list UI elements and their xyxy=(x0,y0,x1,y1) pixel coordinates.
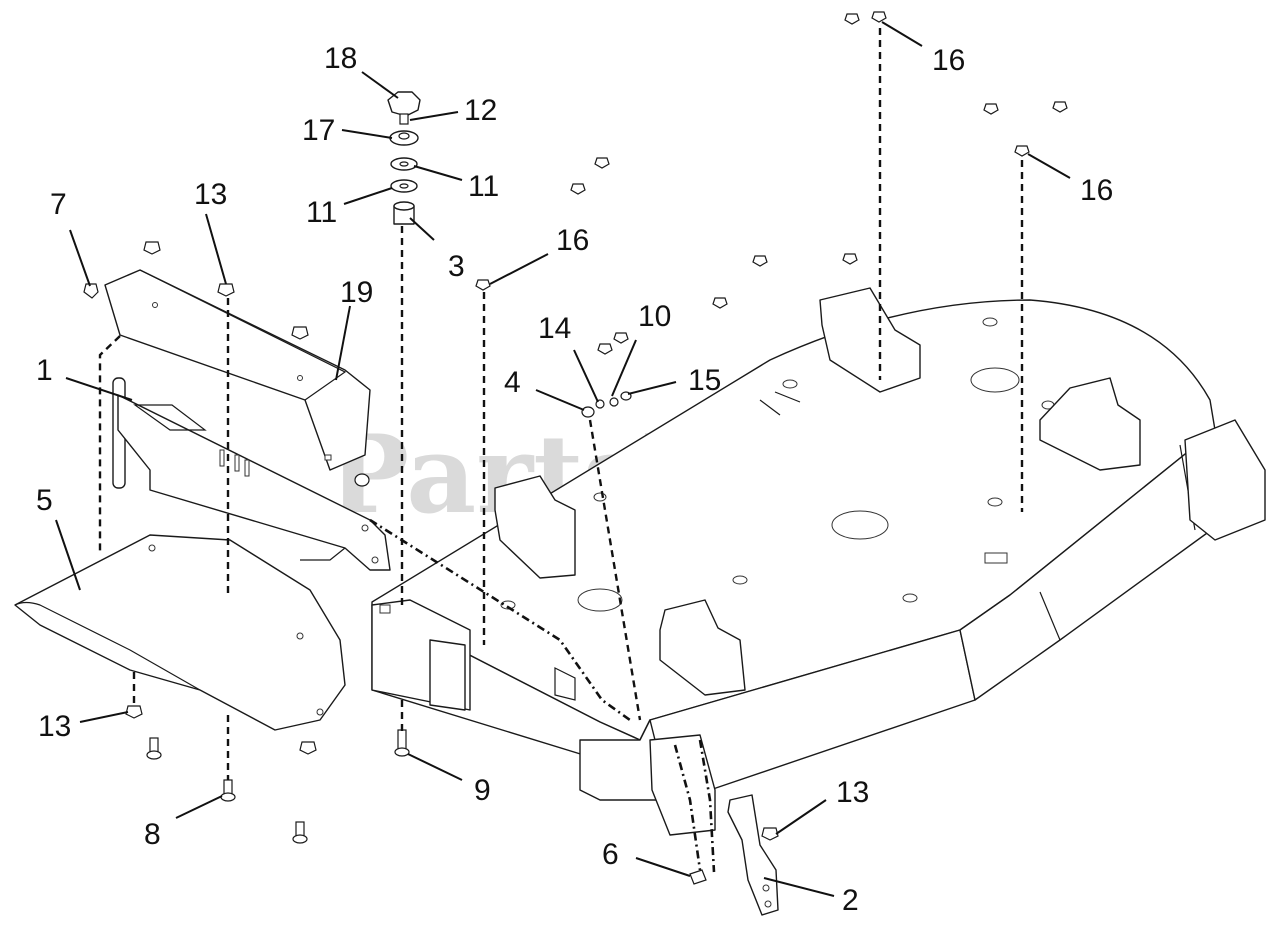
part-19-upper-shield xyxy=(104,269,371,487)
callout-13-top: 13 xyxy=(194,178,227,211)
callout-11-upper: 11 xyxy=(468,170,499,203)
callouts: 18 12 17 11 11 3 16 16 16 13 7 19 1 5 14… xyxy=(36,42,1113,917)
callout-4: 4 xyxy=(504,366,521,399)
callout-2: 2 xyxy=(842,884,859,917)
callout-16-center: 16 xyxy=(556,224,589,257)
callout-8: 8 xyxy=(144,818,161,851)
callout-14: 14 xyxy=(538,312,571,345)
assembly-lines xyxy=(98,28,1024,873)
callout-16-top: 16 xyxy=(932,44,965,77)
callout-6: 6 xyxy=(602,838,619,871)
leader-lines xyxy=(55,21,1071,897)
callout-18: 18 xyxy=(324,42,357,75)
part-1-mounting-bracket xyxy=(112,377,391,571)
mower-deck xyxy=(371,287,1266,836)
callout-19: 19 xyxy=(340,276,373,309)
callout-7: 7 xyxy=(50,188,67,221)
part-2-lower-bracket xyxy=(727,794,779,916)
hardware xyxy=(83,11,1068,885)
part-5-lower-deflector xyxy=(14,534,346,731)
callout-1: 1 xyxy=(36,354,53,387)
knob-assembly xyxy=(387,91,421,225)
callout-17: 17 xyxy=(302,114,335,147)
callout-5: 5 xyxy=(36,484,53,517)
callout-10: 10 xyxy=(638,300,671,333)
callout-16-right: 16 xyxy=(1080,174,1113,207)
callout-12: 12 xyxy=(464,94,497,127)
callout-9: 9 xyxy=(474,774,491,807)
callout-13-left: 13 xyxy=(38,710,71,743)
callout-15: 15 xyxy=(688,364,721,397)
callout-13-right: 13 xyxy=(836,776,869,809)
callout-3: 3 xyxy=(448,250,465,283)
callout-11-lower: 11 xyxy=(306,196,337,229)
